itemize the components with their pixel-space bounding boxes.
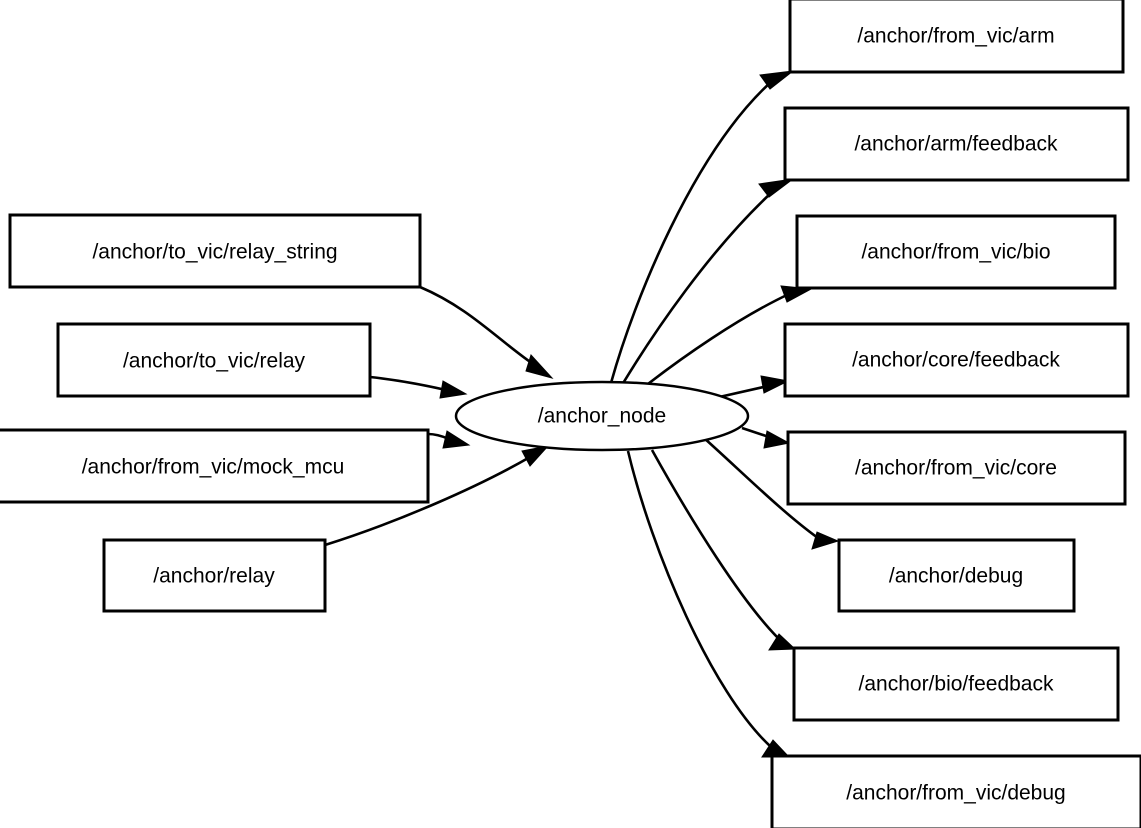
node-anchor-node[interactable]: /anchor_node — [454, 380, 750, 452]
node-to-vic-relay-string[interactable]: /anchor/to_vic/relay_string — [8, 213, 422, 289]
node-label: /anchor/debug — [889, 565, 1023, 588]
edge-to-vic-relay[interactable] — [369, 375, 468, 399]
node-label: /anchor/from_vic/mock_mcu — [82, 456, 345, 479]
node-label: /anchor/from_vic/arm — [857, 25, 1054, 48]
node-ellipse — [454, 380, 750, 452]
arrowhead-icon — [768, 633, 797, 651]
node-anchor-debug[interactable]: /anchor/debug — [837, 538, 1076, 613]
arrowhead-icon — [442, 430, 471, 449]
node-arm-feedback[interactable]: /anchor/arm/feedback — [783, 106, 1130, 182]
arrowhead-icon — [521, 445, 550, 467]
arrowhead-icon — [763, 430, 791, 449]
edge-bio-feedback[interactable] — [650, 449, 797, 651]
node-box — [0, 428, 430, 504]
node-box — [783, 322, 1130, 398]
edge-to-vic-relay-string[interactable] — [419, 285, 554, 379]
edge-path — [626, 450, 771, 747]
edge-from-vic-mock-mcu[interactable] — [427, 430, 471, 449]
arrowhead-icon — [439, 380, 468, 399]
node-from-vic-core[interactable]: /anchor/from_vic/core — [786, 430, 1127, 506]
node-label: /anchor/from_vic/bio — [861, 241, 1050, 264]
edge-from-vic-debug[interactable] — [626, 450, 791, 758]
node-from-vic-debug[interactable]: /anchor/from_vic/debug — [770, 754, 1141, 828]
node-box — [8, 213, 422, 289]
node-label: /anchor/arm/feedback — [854, 133, 1058, 156]
node-box — [56, 322, 372, 398]
edge-path — [419, 285, 537, 368]
edge-arm-feedback[interactable] — [620, 178, 794, 386]
publisher-nodes-layer: /anchor/to_vic/relay_string /anchor/to_v… — [0, 213, 430, 613]
node-anchor-relay[interactable]: /anchor/relay — [102, 538, 327, 613]
edge-path — [703, 437, 819, 540]
arrowhead-icon — [811, 531, 840, 550]
arrowhead-icon — [758, 178, 794, 198]
edge-from-vic-arm[interactable] — [609, 70, 795, 384]
node-label: /anchor_node — [538, 405, 666, 428]
node-box — [102, 538, 327, 613]
edge-path — [324, 455, 531, 547]
node-label: /anchor/bio/feedback — [859, 673, 1054, 696]
edge-path — [620, 192, 772, 386]
node-label: /anchor/core/feedback — [852, 349, 1060, 372]
edge-path — [609, 81, 772, 384]
edge-path — [650, 449, 780, 640]
edge-path — [638, 292, 790, 393]
node-label: /anchor/to_vic/relay — [123, 350, 306, 373]
node-box — [792, 646, 1120, 722]
arrowhead-icon — [760, 375, 790, 394]
node-from-vic-arm[interactable]: /anchor/from_vic/arm — [788, 0, 1125, 74]
edge-anchor-debug[interactable] — [703, 437, 840, 550]
edges-layer — [324, 70, 840, 758]
node-label: /anchor/to_vic/relay_string — [92, 241, 337, 264]
node-box — [783, 106, 1130, 182]
node-box — [837, 538, 1076, 613]
node-box — [786, 430, 1127, 506]
node-to-vic-relay[interactable]: /anchor/to_vic/relay — [56, 322, 372, 398]
edge-anchor-relay[interactable] — [324, 445, 550, 547]
node-from-vic-bio[interactable]: /anchor/from_vic/bio — [795, 214, 1117, 290]
node-bio-feedback[interactable]: /anchor/bio/feedback — [792, 646, 1120, 722]
node-label: /anchor/relay — [153, 565, 275, 588]
arrowhead-icon — [759, 70, 795, 90]
node-label: /anchor/from_vic/core — [855, 457, 1057, 480]
node-box — [770, 754, 1141, 828]
node-label: /anchor/from_vic/debug — [846, 782, 1065, 805]
edge-path — [369, 375, 447, 392]
node-from-vic-mock-mcu[interactable]: /anchor/from_vic/mock_mcu — [0, 428, 430, 504]
node-core-feedback[interactable]: /anchor/core/feedback — [783, 322, 1130, 398]
node-box — [795, 214, 1117, 290]
edge-from-vic-core[interactable] — [741, 426, 791, 449]
node-box — [788, 0, 1125, 74]
arrowhead-icon — [525, 354, 554, 379]
edge-path — [741, 426, 770, 439]
subscriber-nodes-layer: /anchor/from_vic/arm /anchor/arm/feedbac… — [770, 0, 1141, 828]
